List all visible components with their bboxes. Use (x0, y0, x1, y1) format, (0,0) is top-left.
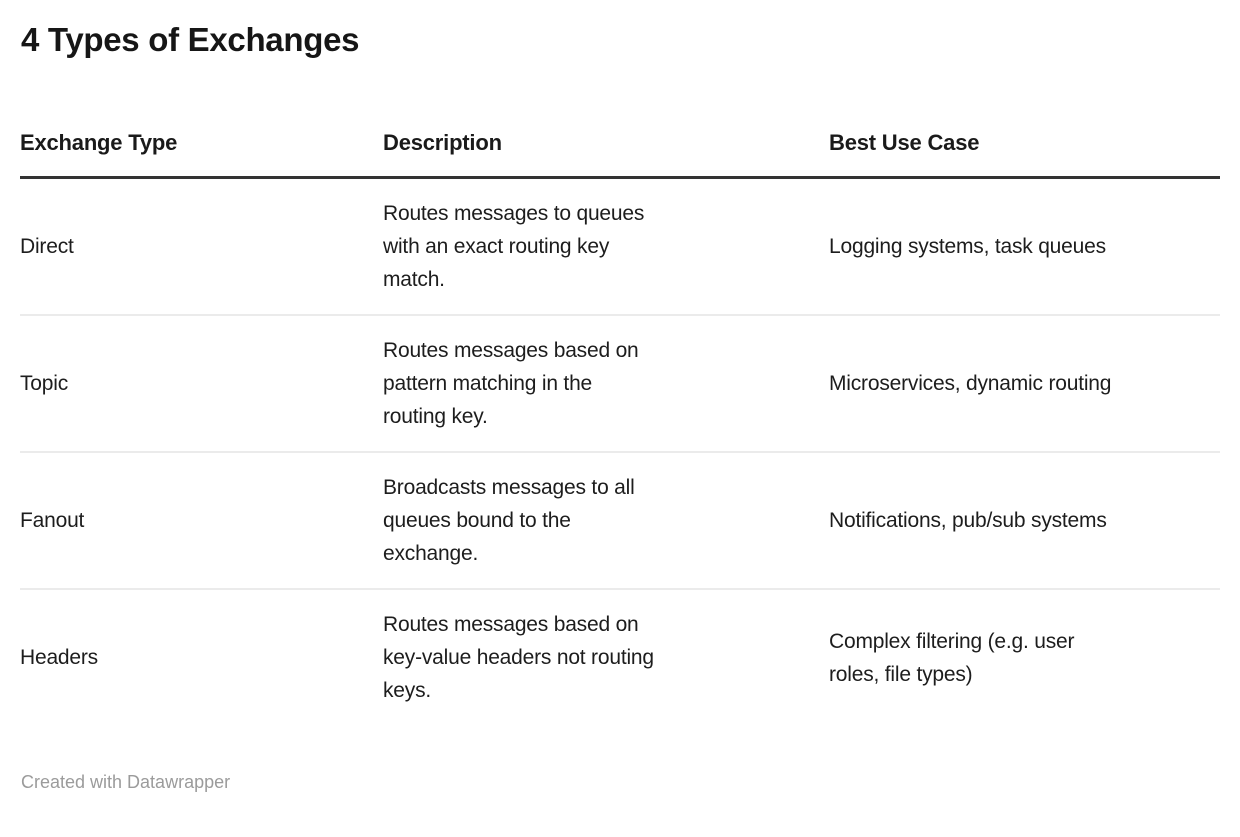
best-use-case-text: Microservices, dynamic routing (829, 372, 1112, 395)
exchange-type-label: Topic (20, 372, 69, 395)
description-text: Broadcasts messages to all queues bound … (383, 476, 635, 565)
description-text: Routes messages to queues with an exact … (383, 202, 645, 291)
cell-best-use-case: Notifications, pub/sub systems (829, 451, 1220, 589)
table-header-row: Exchange Type Description Best Use Case (20, 104, 1220, 179)
chart-container: 4 Types of Exchanges Exchange Type Descr… (0, 19, 1240, 793)
cell-description: Routes messages to queues with an exact … (383, 178, 829, 316)
cell-exchange-type: Topic (20, 314, 383, 452)
exchange-type-label: Headers (20, 646, 98, 669)
cell-description: Routes messages based on key-value heade… (383, 588, 829, 725)
best-use-case-text: Complex filtering (e.g. user roles, file… (829, 629, 1075, 686)
exchange-type-label: Fanout (20, 509, 85, 532)
best-use-case-text: Notifications, pub/sub systems (829, 509, 1107, 532)
column-header-exchange-type: Exchange Type (20, 104, 383, 179)
cell-exchange-type: Headers (20, 588, 383, 725)
cell-description: Routes messages based on pattern matchin… (383, 314, 829, 452)
column-header-description: Description (383, 104, 829, 179)
table-row-headers: Headers Routes messages based on key-val… (20, 588, 1220, 725)
page-title: 4 Types of Exchanges (21, 21, 360, 58)
description-text: Routes messages based on pattern matchin… (383, 339, 639, 428)
exchange-types-table: Exchange Type Description Best Use Case … (20, 104, 1220, 725)
cell-best-use-case: Complex filtering (e.g. user roles, file… (829, 588, 1220, 725)
description-text: Routes messages based on key-value heade… (383, 613, 654, 702)
table-row-topic: Topic Routes messages based on pattern m… (20, 314, 1220, 452)
table-row-fanout: Fanout Broadcasts messages to all queues… (20, 451, 1220, 589)
cell-description: Broadcasts messages to all queues bound … (383, 451, 829, 589)
column-header-best-use-case: Best Use Case (829, 104, 1220, 179)
cell-exchange-type: Fanout (20, 451, 383, 589)
best-use-case-text: Logging systems, task queues (829, 235, 1106, 258)
cell-best-use-case: Logging systems, task queues (829, 178, 1220, 316)
exchange-type-label: Direct (20, 235, 74, 258)
datawrapper-credit-link[interactable]: Created with Datawrapper (21, 772, 231, 792)
cell-exchange-type: Direct (20, 178, 383, 316)
table-row-direct: Direct Routes messages to queues with an… (20, 178, 1220, 316)
cell-best-use-case: Microservices, dynamic routing (829, 314, 1220, 452)
